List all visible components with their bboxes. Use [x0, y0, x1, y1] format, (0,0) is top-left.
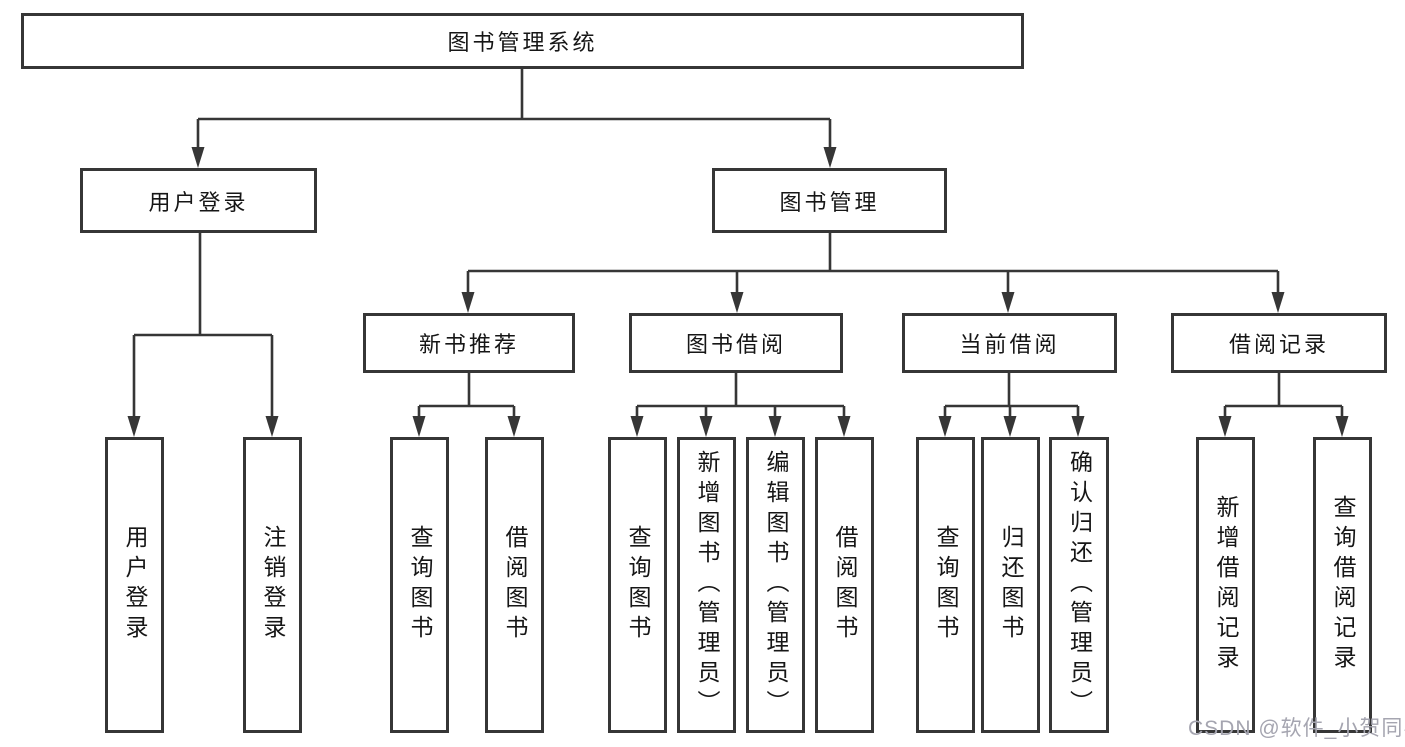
- leaf-return-book-label: 归还图书: [998, 525, 1024, 645]
- leaf-query-books-recommend: 查询图书: [390, 437, 449, 733]
- leaf-query-borrow-record-label: 查询借阅记录: [1330, 495, 1356, 675]
- leaf-add-borrow-record: 新增借阅记录: [1196, 437, 1255, 733]
- leaf-logout: 注销登录: [243, 437, 302, 733]
- leaf-query-books-current: 查询图书: [916, 437, 975, 733]
- leaf-confirm-return-admin: 确认归还（管理员）: [1049, 437, 1109, 733]
- leaf-borrow-books-recommend: 借阅图书: [485, 437, 544, 733]
- node-book-borrowing-label: 图书借阅: [685, 332, 786, 357]
- node-book-management-label: 图书管理: [779, 189, 880, 215]
- leaf-borrow-books: 借阅图书: [815, 437, 874, 733]
- node-root: 图书管理系统: [21, 13, 1024, 69]
- leaf-return-book: 归还图书: [981, 437, 1040, 733]
- leaf-query-books-current-label: 查询图书: [933, 525, 959, 645]
- node-user-login: 用户登录: [80, 168, 317, 233]
- node-borrow-records: 借阅记录: [1171, 313, 1387, 373]
- leaf-user-login: 用户登录: [105, 437, 164, 733]
- node-new-book-recommend-label: 新书推荐: [418, 332, 519, 357]
- leaf-query-books-recommend-label: 查询图书: [407, 525, 433, 645]
- node-new-book-recommend: 新书推荐: [363, 313, 575, 373]
- node-root-label: 图书管理系统: [447, 30, 598, 55]
- leaf-edit-book-admin: 编辑图书（管理员）: [746, 437, 805, 733]
- leaf-add-borrow-record-label: 新增借阅记录: [1213, 495, 1239, 675]
- node-borrow-records-label: 借阅记录: [1228, 332, 1329, 357]
- leaf-confirm-return-admin-label: 确认归还（管理员）: [1066, 450, 1093, 720]
- leaf-user-login-label: 用户登录: [122, 525, 148, 645]
- leaf-query-books-borrow: 查询图书: [608, 437, 667, 733]
- leaf-add-book-admin: 新增图书（管理员）: [677, 437, 736, 733]
- leaf-add-book-admin-label: 新增图书（管理员）: [694, 450, 720, 720]
- leaf-borrow-books-label: 借阅图书: [832, 525, 858, 645]
- leaf-query-books-borrow-label: 查询图书: [625, 525, 651, 645]
- node-book-borrowing: 图书借阅: [629, 313, 843, 373]
- leaf-logout-label: 注销登录: [260, 525, 286, 645]
- csdn-watermark: CSDN @软件_小贺同学: [1188, 717, 1405, 740]
- node-user-login-label: 用户登录: [148, 189, 249, 215]
- leaf-edit-book-admin-label: 编辑图书（管理员）: [763, 450, 789, 720]
- leaf-query-borrow-record: 查询借阅记录: [1313, 437, 1372, 733]
- node-current-borrowing: 当前借阅: [902, 313, 1117, 373]
- node-book-management: 图书管理: [712, 168, 947, 233]
- leaf-borrow-books-recommend-label: 借阅图书: [502, 525, 528, 645]
- node-current-borrowing-label: 当前借阅: [959, 332, 1060, 357]
